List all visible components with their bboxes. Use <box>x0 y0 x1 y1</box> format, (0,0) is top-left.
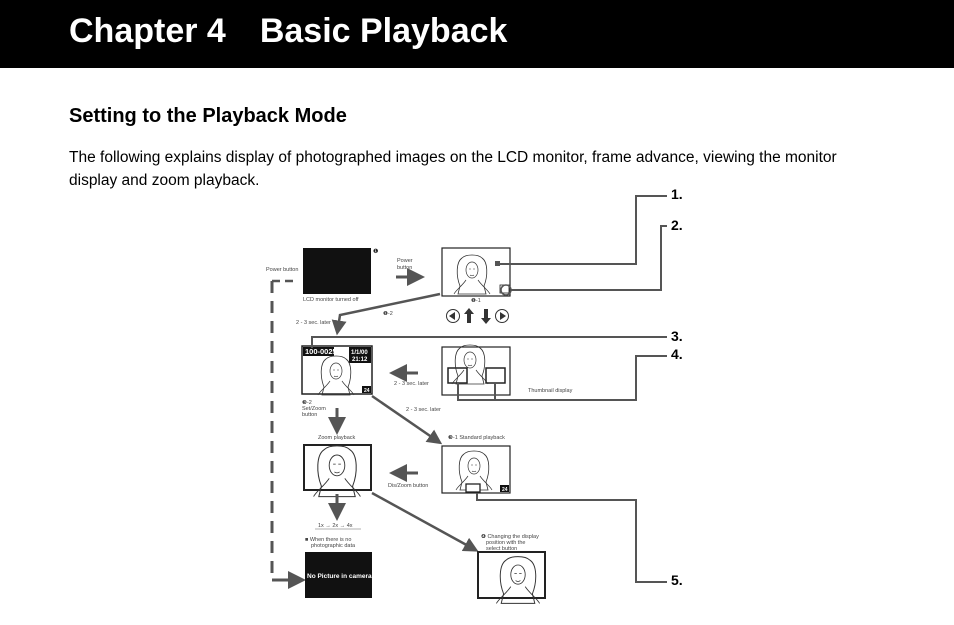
time-top: 21:12 <box>352 357 368 363</box>
delay-label-2: 2 - 3 sec. later <box>394 381 429 387</box>
date-top: 1/1/00 <box>351 350 368 356</box>
frame-count-info: 24 <box>364 388 370 394</box>
leader-3 <box>311 336 667 348</box>
delay-label-3: 2 - 3 sec. later <box>406 407 441 413</box>
datetime-bg <box>349 347 371 363</box>
set-zoom-label-1: Set/Zoom <box>302 406 326 412</box>
marker-1: ❶-1 <box>471 297 481 304</box>
diagonal-arrow-2 <box>371 394 443 445</box>
disp-zoom-button-label: Dis/Zoom button <box>388 483 428 489</box>
no-data-label-2: photographic data <box>311 543 356 549</box>
thumbnail-display-label: Thumbnail display <box>528 388 573 394</box>
leader-5 <box>476 493 667 583</box>
callout-4: 4. <box>671 346 683 362</box>
thumbnail-frame-2 <box>485 367 506 384</box>
right-arrow-icon <box>500 312 506 320</box>
change-label-1: ❹ Changing the display <box>481 533 539 540</box>
callout-2: 2. <box>671 217 683 233</box>
callout-3: 3. <box>671 328 683 344</box>
no-picture-text: No Picture in camera <box>307 573 372 580</box>
changed-display-screen <box>477 551 546 599</box>
lcd-off-screen <box>303 248 371 294</box>
marker-small: ❶ <box>373 248 378 255</box>
power-button-left-label: Power button <box>266 267 298 273</box>
frame-count-standard: 24 <box>502 487 508 493</box>
standard-playback-label: ❸-1 Standard playback <box>448 434 505 441</box>
set-zoom-marker: ❸-2 <box>302 399 312 406</box>
power-button-right-label-1: Power <box>397 258 413 264</box>
lcd-off-label: LCD monitor turned off <box>303 297 359 303</box>
chapter-title: Chapter 4 Basic Playback <box>69 12 508 50</box>
file-number-bg <box>303 347 334 356</box>
no-picture-screen <box>305 552 372 598</box>
frame-count-bg <box>362 386 371 393</box>
position-box <box>465 483 481 493</box>
file-number: 100-0025 <box>305 347 337 356</box>
set-zoom-label-2: button <box>302 412 317 418</box>
frame-count-std-bg <box>500 485 509 492</box>
change-label-2: position with the <box>486 540 525 546</box>
diagonal-arrow-1 <box>331 292 441 336</box>
leader-2-ring <box>500 284 512 296</box>
zoom-scale: 1x → 2x → 4x <box>318 523 353 529</box>
diagonal-arrow-3 <box>371 491 479 552</box>
leader-2 <box>511 225 667 291</box>
leader-4 <box>457 355 667 401</box>
left-arrow-icon <box>449 312 455 320</box>
leader-1 <box>498 195 667 265</box>
no-data-label-1: ■ When there is no <box>305 537 351 543</box>
playback-screen-top <box>441 247 511 297</box>
up-arrow-icon <box>464 308 474 323</box>
zoom-playback-screen <box>303 444 372 491</box>
change-label-3: select button <box>486 546 517 552</box>
power-button-right-label-2: button <box>397 265 412 271</box>
callout-5: 5. <box>671 572 683 588</box>
chapter-header-bar: Chapter 4 Basic Playback <box>0 0 954 68</box>
zoom-playback-label: Zoom playback <box>318 435 356 441</box>
leader-1-dot <box>495 261 500 266</box>
intro-paragraph: The following explains display of photog… <box>69 149 837 189</box>
down-arrow-icon <box>481 309 491 324</box>
callout-1: 1. <box>671 186 683 202</box>
marker-2: ❶-2 <box>383 310 393 317</box>
section-title: Setting to the Playback Mode <box>69 105 347 127</box>
delay-label-1: 2 - 3 sec. later <box>296 320 331 326</box>
